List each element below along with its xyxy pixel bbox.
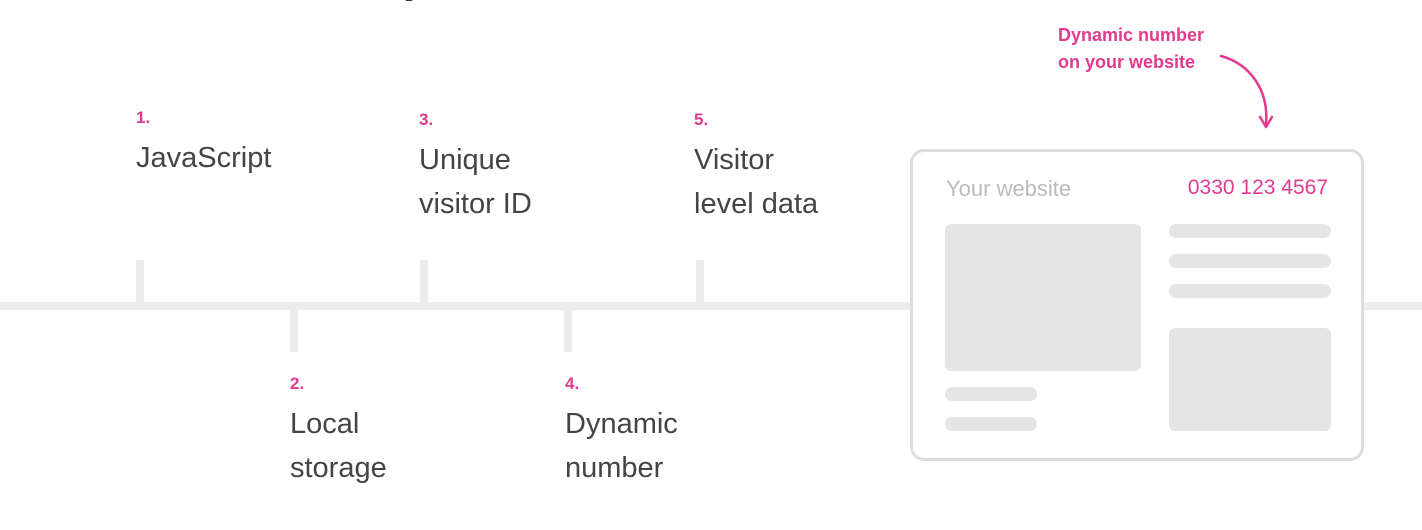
step-label: Dynamic number: [565, 408, 678, 484]
timeline-tick-5: [696, 260, 704, 302]
step-label: JavaScript: [136, 142, 272, 174]
step-4: 4. Dynamic number: [565, 374, 678, 490]
content-block-placeholder: [1169, 328, 1331, 431]
timeline-tick-4: [564, 310, 572, 352]
website-phone-number: 0330 123 4567: [1187, 176, 1328, 199]
step-2: 2. Local storage: [290, 374, 387, 490]
text-line-placeholder: [945, 387, 1037, 401]
step-1: 1. JavaScript: [136, 108, 271, 180]
step-number: 1.: [136, 108, 151, 127]
step-number: 3.: [419, 110, 434, 129]
step-5: 5. Visitor level data: [694, 110, 818, 226]
timeline-tick-3: [420, 260, 428, 302]
text-line-placeholder: [1169, 284, 1331, 298]
callout-text: Dynamic number on your website: [1058, 25, 1205, 72]
heading-glyph-shape: [405, 0, 413, 1]
step-number: 2.: [290, 374, 305, 393]
timeline-line: [0, 302, 1422, 310]
step-number: 5.: [694, 110, 709, 129]
website-title: Your website: [946, 176, 1072, 201]
step-label: Unique visitor ID: [419, 144, 532, 220]
text-line-placeholder: [945, 417, 1037, 431]
website-mockup: Your website 0330 123 4567: [910, 149, 1364, 461]
step-number: 4.: [565, 374, 580, 393]
text-line-placeholder: [1169, 254, 1331, 268]
step-3: 3. Unique visitor ID: [419, 110, 532, 226]
text-line-placeholder: [1169, 224, 1331, 238]
curved-arrow-icon: [1219, 54, 1274, 129]
step-label: Visitor level data: [694, 144, 819, 220]
step-label: Local storage: [290, 408, 387, 484]
heading-fragment: [400, 0, 440, 6]
image-placeholder: [945, 224, 1141, 371]
timeline-tick-1: [136, 260, 144, 302]
timeline-tick-2: [290, 310, 298, 352]
